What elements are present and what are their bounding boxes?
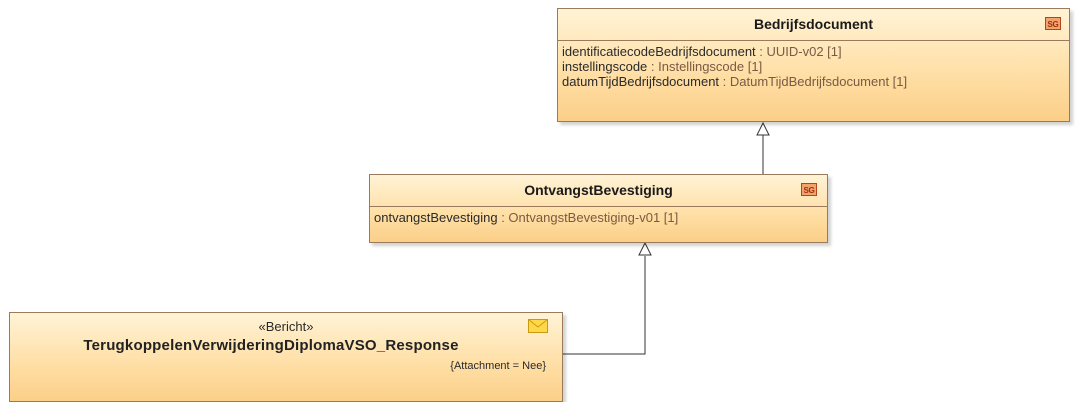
class-name: Bedrijfsdocument <box>753 16 873 32</box>
attribute-name: identificatiecodeBedrijfsdocument <box>562 44 756 59</box>
envelope-icon <box>528 319 548 333</box>
attribute-type: : Instellingscode [1] <box>647 59 763 74</box>
attribute-type: : DatumTijdBedrijfsdocument [1] <box>719 74 908 89</box>
attribute-name: datumTijdBedrijfsdocument <box>562 74 720 89</box>
attribute-type: : UUID-v02 [1] <box>755 44 842 59</box>
class-name: TerugkoppelenVerwijderingDiplomaVSO_Resp… <box>83 337 459 354</box>
compartment-divider <box>558 40 1069 41</box>
attribute-name: ontvangstBevestiging <box>374 210 498 225</box>
generalization-line-response-to-ontvangst[interactable] <box>563 256 646 355</box>
attribute-row[interactable]: ontvangstBevestiging : OntvangstBevestig… <box>374 210 823 225</box>
attribute-type: : OntvangstBevestiging-v01 [1] <box>497 210 679 225</box>
stereotype-label: «Bericht» <box>258 319 314 334</box>
class-header: Bedrijfsdocument SG <box>558 9 1069 40</box>
class-bedrijfsdocument[interactable]: Bedrijfsdocument SG identificatiecodeBed… <box>557 8 1070 122</box>
compartment-divider <box>370 206 827 207</box>
class-response-bericht[interactable]: «Bericht» TerugkoppelenVerwijderingDiplo… <box>9 312 563 402</box>
attribute-row[interactable]: instellingscode : Instellingscode [1] <box>562 59 1065 74</box>
class-header: OntvangstBevestiging SG <box>370 175 827 206</box>
class-ontvangstbevestiging[interactable]: OntvangstBevestiging SG ontvangstBevesti… <box>369 174 828 243</box>
attribute-row[interactable]: datumTijdBedrijfsdocument : DatumTijdBed… <box>562 74 1065 89</box>
tagged-value: {Attachment = Nee} <box>450 360 546 372</box>
sg-stereotype-icon: SG <box>1045 17 1061 30</box>
generalization-arrowhead-ontvangst <box>638 241 652 256</box>
generalization-arrowhead-bedrijfsdocument <box>756 121 770 136</box>
attribute-compartment: ontvangstBevestiging : OntvangstBevestig… <box>370 207 827 225</box>
sg-stereotype-icon: SG <box>801 183 817 196</box>
attribute-compartment: identificatiecodeBedrijfsdocument : UUID… <box>558 41 1069 89</box>
attribute-name: instellingscode <box>562 59 648 74</box>
class-name: OntvangstBevestiging <box>524 182 673 198</box>
attribute-row[interactable]: identificatiecodeBedrijfsdocument : UUID… <box>562 44 1065 59</box>
